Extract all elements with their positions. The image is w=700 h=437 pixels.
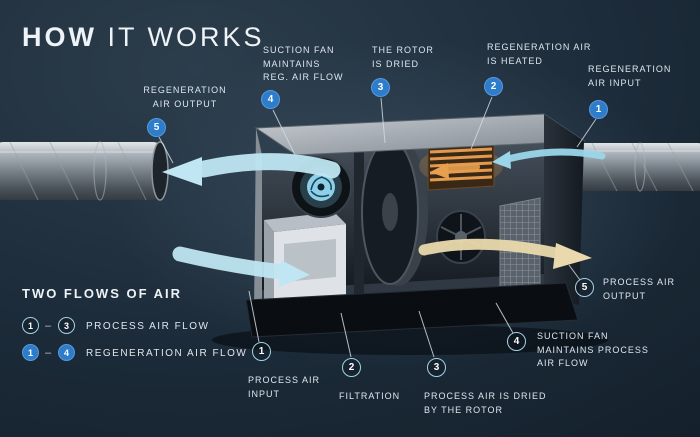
callout-number-reg-5: 5 [147,118,166,137]
machine-right-face [544,114,584,305]
legend-row2-from-circle: 1 [22,344,39,361]
legend-row1-to-circle: 3 [58,317,75,334]
callout-number-reg-2: 2 [484,77,503,96]
title-word-bold: HOW [22,22,97,52]
legend-row2-dash: – [45,347,52,359]
legend-row2-label: REGENERATION AIR FLOW [86,348,248,359]
label-process-air-output: PROCESS AIR OUTPUT [603,277,676,301]
inlet-compartment [264,212,346,307]
label-rotor-is-dried: THE ROTOR IS DRIED [372,45,434,69]
callout-number-proc-4: 4 [507,332,526,351]
machine-base [245,282,579,338]
leader-lines [158,96,597,358]
process-input-arrow [172,246,310,287]
left-duct [0,141,169,201]
legend-row2-to-circle: 4 [58,344,75,361]
rotor [361,138,428,286]
legend-row1-label: PROCESS AIR FLOW [86,321,210,332]
title-word-rest: IT WORKS [107,22,265,52]
divider-panel [354,149,364,303]
heated-air-arrow [430,163,480,179]
callout-number-proc-5: 5 [575,278,594,297]
label-regeneration-air-input: REGENERATION AIR INPUT [588,64,672,88]
regeneration-output-arrow [162,153,341,186]
process-fan [436,210,486,264]
label-suction-fan-reg: SUCTION FAN MAINTAINS REG. AIR FLOW [263,45,344,82]
label-filtration: FILTRATION [339,391,401,401]
callout-number-reg-3: 3 [371,78,390,97]
legend-row1-from-circle: 1 [22,317,39,334]
callout-number-reg-1: 1 [589,100,608,119]
process-output-arrow [418,238,592,269]
label-suction-fan-process: SUCTION FAN MAINTAINS PROCESS AIR FLOW [537,331,649,368]
legend-row1-dash: – [45,320,52,332]
label-regeneration-air-output: REGENERATION AIR OUTPUT [143,85,227,109]
callout-number-proc-3: 3 [427,358,446,377]
page-title: HOW IT WORKS [22,22,265,53]
callout-number-proc-1: 1 [252,342,271,361]
label-process-air-dried: PROCESS AIR IS DRIED BY THE ROTOR [424,391,547,415]
regeneration-input-arrow [492,148,606,169]
callout-number-reg-4: 4 [261,90,280,109]
legend-title: TWO FLOWS OF AIR [22,286,183,301]
callout-number-proc-2: 2 [342,358,361,377]
label-process-air-input: PROCESS AIR INPUT [248,375,321,399]
label-regeneration-air-heated: REGENERATION AIR IS HEATED [487,42,592,66]
